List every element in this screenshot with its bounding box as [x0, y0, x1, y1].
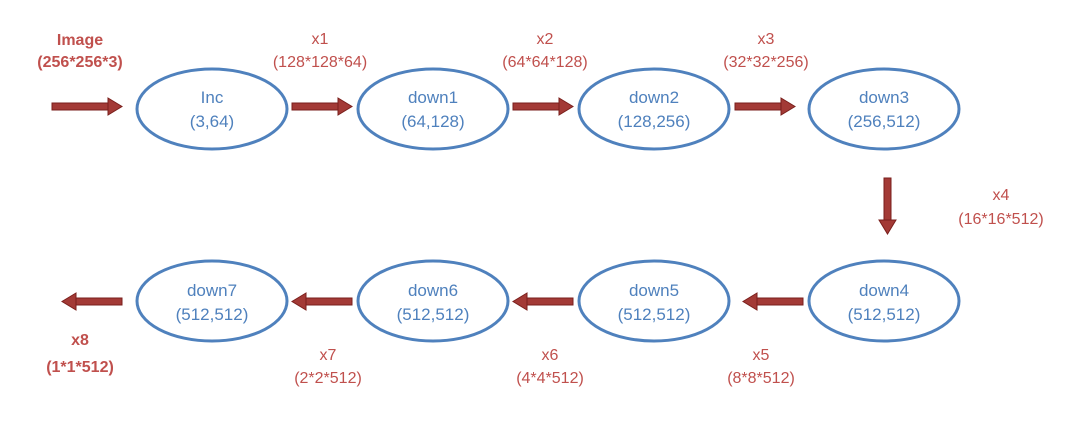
- node-down2: down2 (128,256): [577, 67, 731, 151]
- edge-x2-shape: (64*64*128): [502, 54, 587, 71]
- edge-x5-shape: (8*8*512): [727, 370, 795, 387]
- node-params: (64,128): [401, 112, 464, 131]
- edge-x7-shape: (2*2*512): [294, 370, 362, 387]
- node-down6: down6 (512,512): [356, 259, 510, 343]
- arrow-input-to-inc: [51, 97, 123, 116]
- edge-x6-name: x6: [542, 347, 559, 364]
- node-name: down2: [629, 88, 679, 107]
- node-name: down3: [859, 88, 909, 107]
- edge-x1-shape: (128*128*64): [273, 54, 367, 71]
- edge-x4-name: x4: [993, 187, 1010, 204]
- node-params: (128,256): [618, 112, 691, 131]
- arrow-down3-to-down4: [878, 177, 897, 235]
- node-name: down4: [859, 281, 909, 300]
- edge-x3-name: x3: [758, 31, 775, 48]
- arrow-down5-to-down6: [512, 292, 574, 311]
- node-down1: down1 (64,128): [356, 67, 510, 151]
- arrow-down2-to-down3: [734, 97, 796, 116]
- edge-x1-name: x1: [312, 31, 329, 48]
- node-inc: Inc (3,64): [135, 67, 289, 151]
- output-shape: (1*1*512): [46, 359, 114, 376]
- edge-x3-shape: (32*32*256): [723, 54, 808, 71]
- arrow-down1-to-down2: [512, 97, 574, 116]
- node-down5: down5 (512,512): [577, 259, 731, 343]
- arrow-down7-to-output: [61, 292, 123, 311]
- arrow-inc-to-down1: [291, 97, 353, 116]
- edge-x6-shape: (4*4*512): [516, 370, 584, 387]
- node-down7: down7 (512,512): [135, 259, 289, 343]
- edge-x7-name: x7: [320, 347, 337, 364]
- output-name: x8: [71, 332, 89, 349]
- input-name: Image: [57, 32, 103, 49]
- node-name: down7: [187, 281, 237, 300]
- node-down3: down3 (256,512): [807, 67, 961, 151]
- node-name: down6: [408, 281, 458, 300]
- node-params: (3,64): [190, 112, 234, 131]
- node-down4: down4 (512,512): [807, 259, 961, 343]
- edge-x2-name: x2: [537, 31, 554, 48]
- edge-x4-shape: (16*16*512): [958, 211, 1043, 228]
- arrow-down4-to-down5: [742, 292, 804, 311]
- node-params: (512,512): [176, 305, 249, 324]
- node-name: down5: [629, 281, 679, 300]
- node-params: (512,512): [618, 305, 691, 324]
- node-params: (512,512): [397, 305, 470, 324]
- node-params: (512,512): [848, 305, 921, 324]
- edge-x5-name: x5: [753, 347, 770, 364]
- node-name: down1: [408, 88, 458, 107]
- input-shape: (256*256*3): [37, 54, 122, 71]
- arrow-down6-to-down7: [291, 292, 353, 311]
- node-params: (256,512): [848, 112, 921, 131]
- node-name: Inc: [201, 88, 224, 107]
